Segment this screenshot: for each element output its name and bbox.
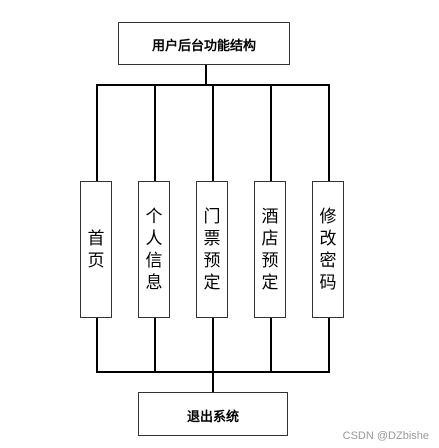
module-label-char: 修	[319, 206, 337, 227]
module-label-ticket-booking: 门票预定	[197, 182, 227, 317]
connector-down-1	[96, 84, 98, 182]
connector-up-1	[96, 318, 98, 372]
module-label-char: 预	[261, 250, 279, 271]
module-label-char: 预	[203, 250, 221, 271]
connector-down-4	[270, 84, 272, 182]
module-label-char: 人	[145, 228, 163, 249]
module-label-personal-info: 个人信息	[139, 182, 169, 317]
module-label-char: 票	[203, 228, 221, 249]
module-node-change-password: 修改密码	[312, 181, 344, 318]
module-label-char: 定	[203, 272, 221, 293]
module-label-char: 改	[319, 228, 337, 249]
connector-down-2	[154, 84, 156, 182]
connector-to-exit	[212, 371, 214, 393]
connector-down-3	[212, 84, 214, 182]
module-label-char: 信	[145, 250, 163, 271]
module-label-change-password: 修改密码	[313, 182, 343, 317]
exit-node: 退出系统	[138, 392, 288, 436]
module-label-hotel-booking: 酒店预定	[255, 182, 285, 317]
connector-up-3	[212, 318, 214, 372]
root-node-label: 用户后台功能结构	[151, 39, 256, 54]
module-label-char: 酒	[261, 206, 279, 227]
exit-node-label: 退出系统	[186, 410, 239, 425]
module-label-char: 息	[145, 272, 163, 293]
module-label-char: 个	[145, 206, 163, 227]
connector-up-5	[328, 318, 330, 372]
module-node-home: 首页	[80, 181, 112, 318]
connector-up-2	[154, 318, 156, 372]
module-label-char: 门	[203, 206, 221, 227]
module-label-home: 首页	[81, 182, 111, 317]
module-label-char: 码	[319, 272, 337, 293]
module-label-char: 密	[319, 250, 337, 271]
root-node: 用户后台功能结构	[118, 22, 290, 65]
connector-up-4	[270, 318, 272, 372]
module-label-char: 页	[87, 250, 105, 271]
watermark: CSDN @DZbishe	[342, 430, 429, 442]
connector-down-5	[328, 84, 330, 182]
module-node-ticket-booking: 门票预定	[196, 181, 228, 318]
connector-root-down	[205, 65, 207, 85]
module-node-personal-info: 个人信息	[138, 181, 170, 318]
module-label-char: 首	[87, 228, 105, 249]
module-label-char: 定	[261, 272, 279, 293]
module-node-hotel-booking: 酒店预定	[254, 181, 286, 318]
module-label-char: 店	[261, 228, 279, 249]
